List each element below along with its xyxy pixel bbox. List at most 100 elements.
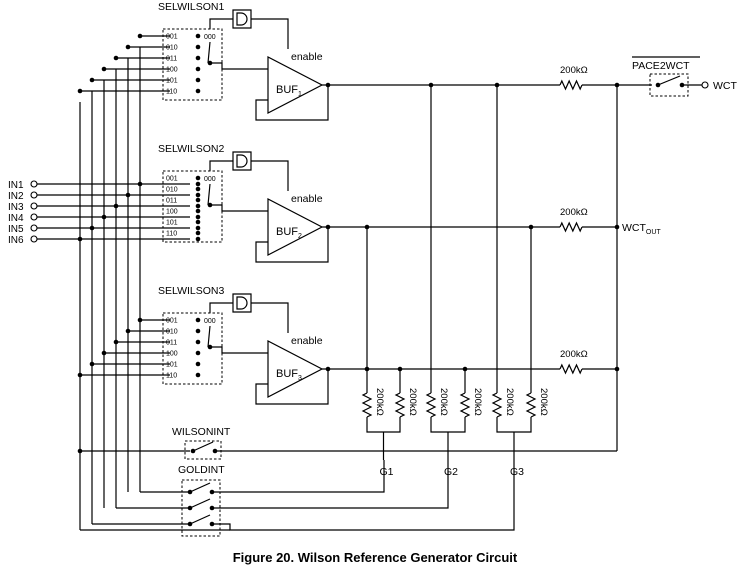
- selwilson1-label: SELWILSON1: [158, 1, 224, 13]
- selwilson1-gate-symbol: [236, 12, 248, 26]
- selwilson1-wire: [209, 18, 233, 29]
- mux-code-1-101: 101: [166, 78, 178, 85]
- output-resistor-3: [559, 363, 583, 375]
- selwilson3-wire: [209, 302, 233, 313]
- mux-code-3-011: 011: [166, 340, 177, 347]
- resistor-label-out-2: 200kΩ: [560, 207, 588, 218]
- pace2wct-box: [649, 73, 689, 97]
- mux-code-3-010: 010: [166, 329, 178, 336]
- mux-contact-1-110: [195, 88, 201, 94]
- resistor-label-out-3: 200kΩ: [560, 349, 588, 360]
- enable-wire-2: [251, 160, 289, 191]
- g3-label: G3: [510, 466, 524, 478]
- goldint-label: GOLDINT: [178, 464, 225, 476]
- resistor-label-out-1: 200kΩ: [560, 65, 588, 76]
- mux-code-2-100: 100: [166, 209, 178, 216]
- output-resistor-2: [559, 221, 583, 233]
- wilsonint-switch-blade: [192, 441, 214, 452]
- mux-contact-2-100: [195, 208, 201, 214]
- selwilson2-gate-symbol: [236, 154, 248, 168]
- input-pin-in3: [30, 202, 38, 210]
- wct-out-label: WCTOUT: [622, 222, 661, 236]
- g1-resistor-label-2: 200kΩ: [407, 388, 418, 416]
- wilsonint-box: [184, 440, 222, 460]
- figure-caption: Figure 20. Wilson Reference Generator Ci…: [232, 550, 518, 565]
- bus-junction-1-in5: [89, 77, 95, 83]
- mux-code-3-110: 110: [166, 373, 177, 380]
- g2-label: G2: [444, 466, 458, 478]
- g3-junction-b: [528, 224, 534, 230]
- bus-junction-3-in1: [137, 317, 143, 323]
- selwilson2-gate-box: [232, 151, 252, 171]
- mux-contact-2-001: [195, 181, 201, 187]
- buffer-label-2: BUF2: [276, 226, 302, 240]
- bus-junction-3-in6: [77, 372, 83, 378]
- buffer-2: [267, 198, 324, 256]
- output-junction-1: [325, 82, 331, 88]
- mux-code-2-110: 110: [166, 231, 177, 238]
- mux-contact-3-011: [195, 339, 201, 345]
- output-junction-3: [325, 366, 331, 372]
- input-label-in4: IN4: [8, 213, 24, 224]
- mux-code-2-010: 010: [166, 187, 178, 194]
- mux-contact-2-101: [195, 225, 201, 231]
- mux-output-2: [210, 204, 268, 212]
- selwilson3-label: SELWILSON3: [158, 285, 224, 297]
- g1-node-bar: [366, 417, 401, 433]
- mux-contact-3-001: [195, 317, 201, 323]
- goldint-switch-2-blade: [189, 498, 211, 509]
- mux-contact-2-011: [195, 203, 201, 209]
- input-label-in6: IN6: [8, 235, 24, 246]
- mux-contact-1-010: [195, 44, 201, 50]
- g2-resistor-1: [425, 392, 437, 418]
- mux-contact-1-011: [195, 55, 201, 61]
- mux-code-3-101: 101: [166, 362, 178, 369]
- goldint-g2-wire: [212, 460, 449, 509]
- mux-contact-1-001: [195, 33, 201, 39]
- buffer-1: [267, 56, 324, 114]
- mux-contact-2-001: [195, 175, 201, 181]
- wct-pin: [701, 81, 709, 89]
- input-pin-in1: [30, 180, 38, 188]
- wct-label: WCT: [713, 80, 737, 92]
- mux-code-1-100: 100: [166, 67, 178, 74]
- enable-label-1: enable: [291, 51, 323, 63]
- wilson-schematic: IN1IN2IN3IN4IN5IN6001010011100101110000S…: [8, 1, 737, 537]
- input-label-in5: IN5: [8, 224, 24, 235]
- wilsonint-junction: [77, 448, 83, 454]
- feedback-wire-1: [255, 85, 329, 121]
- bus-junction-1-in4: [101, 66, 107, 72]
- mux-code-2-101: 101: [166, 220, 178, 227]
- mux-wiper-3: [207, 325, 211, 348]
- mux-default-code-1: 000: [204, 34, 216, 41]
- g1-resistor-2: [394, 392, 406, 418]
- g3-node-bar: [496, 417, 532, 433]
- mux-contact-3-101: [195, 361, 201, 367]
- mux-code-1-010: 010: [166, 45, 178, 52]
- bus-junction-1-in6: [77, 88, 83, 94]
- enable-label-2: enable: [291, 193, 323, 205]
- mux-code-3-001: 001: [166, 318, 178, 325]
- bus-junction-1-in2: [125, 44, 131, 50]
- mux-contact-2-010: [195, 186, 201, 192]
- mux-contact-2-110: [195, 230, 201, 236]
- g3-junction-a: [494, 82, 500, 88]
- buffer-label-1: BUF1: [276, 84, 302, 98]
- goldint-g3-wire: [212, 460, 515, 531]
- selwilson3-gate-box: [232, 293, 252, 313]
- selwilson3-gate-symbol: [236, 296, 248, 310]
- bus-junction-3-in2: [125, 328, 131, 334]
- input-pin-in6: [30, 235, 38, 243]
- input-pin-in4: [30, 213, 38, 221]
- mux-contact-2-110: [195, 236, 201, 242]
- selwilson1-gate-box: [232, 9, 252, 29]
- mux-contact-3-110: [195, 372, 201, 378]
- g2-node-bar: [430, 417, 466, 433]
- mux-contact-2-011: [195, 197, 201, 203]
- g1-resistor-label-1: 200kΩ: [374, 388, 385, 416]
- bus-junction-1-in3: [113, 55, 119, 61]
- g1-junction-c: [364, 366, 370, 372]
- mux-contact-2-101: [195, 219, 201, 225]
- selwilson2-label: SELWILSON2: [158, 143, 224, 155]
- mux-contact-3-100: [195, 350, 201, 356]
